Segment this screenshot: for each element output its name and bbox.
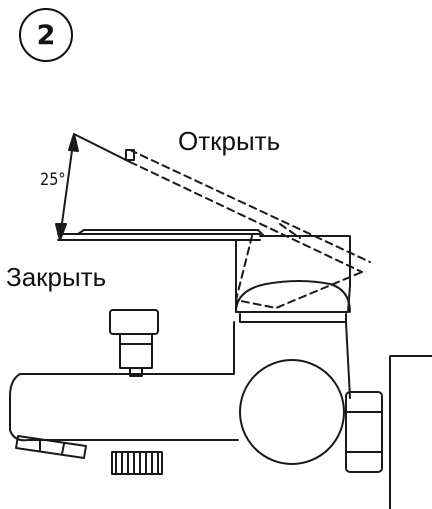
label-close: Закрыть — [6, 262, 107, 292]
angle-dimension — [55, 133, 131, 241]
step-number-badge: 2 — [19, 8, 73, 62]
cartridge-dome — [235, 280, 351, 313]
lever-closed-position — [57, 229, 351, 313]
lever-tip — [125, 149, 135, 161]
hex-nut — [345, 391, 383, 473]
temperature-handle — [239, 359, 345, 465]
label-open: Открыть — [178, 126, 281, 156]
threaded-outlet — [111, 451, 163, 475]
angle-label: 25° — [40, 170, 66, 190]
spout-aerator — [15, 435, 87, 459]
lever-open-position — [129, 149, 371, 309]
diverter-knob — [109, 309, 159, 377]
step-number: 2 — [36, 19, 56, 51]
mixer-body — [9, 313, 351, 442]
wall-mount — [389, 355, 432, 509]
